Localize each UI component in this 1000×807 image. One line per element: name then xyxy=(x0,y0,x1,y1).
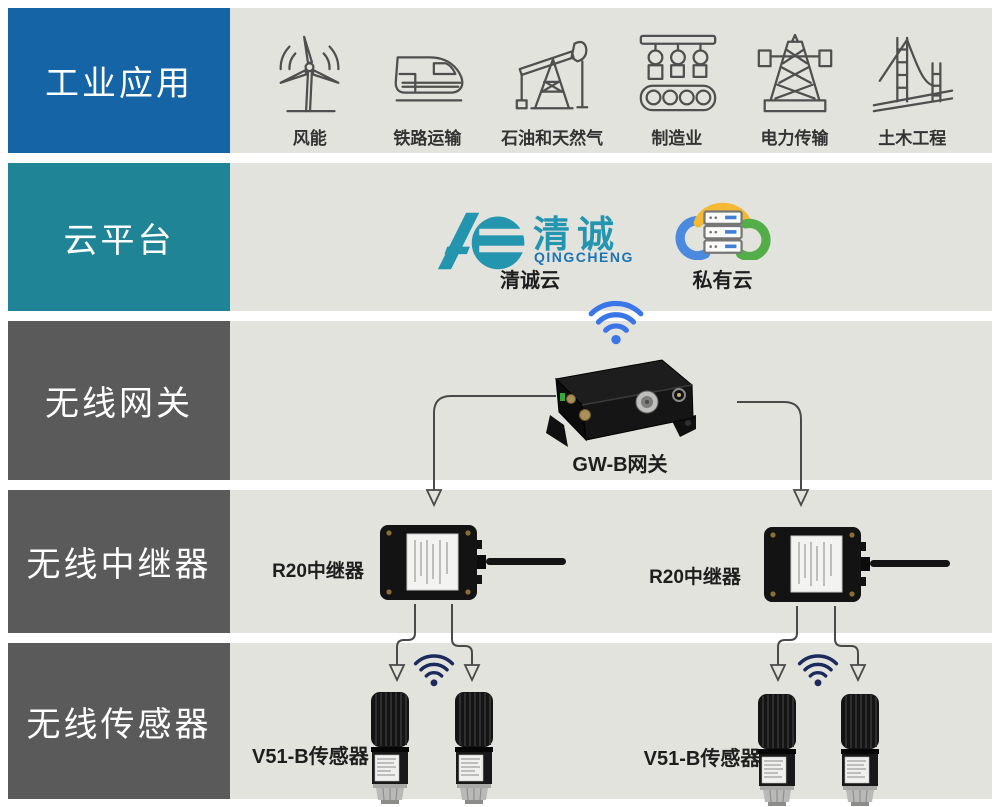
civil-engineering-icon xyxy=(872,36,954,113)
gateway-label: GW-B网关 xyxy=(572,454,668,476)
gateway-wifi-icon xyxy=(588,300,644,345)
industry-item-civil: 土木工程 xyxy=(868,26,956,149)
qingcheng-cloud-label: 清诚云 xyxy=(500,270,560,292)
sensor-wifi-icon-left xyxy=(413,654,455,687)
band-label-wireless-repeater: 无线中继器 xyxy=(8,490,230,633)
sensor-device-4 xyxy=(841,694,879,806)
train-icon xyxy=(394,56,464,102)
industry-item-manufacturing: 制造业 xyxy=(633,26,721,149)
sensor-wifi-icon-right xyxy=(797,654,839,687)
industry-label-manufacturing: 制造业 xyxy=(651,129,703,148)
industry-label-oil: 石油和天然气 xyxy=(501,129,604,148)
power-transmission-icon xyxy=(757,33,832,113)
industry-item-wind: 风能 xyxy=(266,26,354,149)
industry-item-oil: 石油和天然气 xyxy=(501,26,603,149)
wind-turbine-icon xyxy=(279,35,340,113)
qingcheng-logo-text-en: QINGCHENG xyxy=(534,249,634,265)
repeater-device-left xyxy=(380,525,566,600)
sensor-label-left: V51-B传感器 xyxy=(252,746,369,768)
cloud-platform-row xyxy=(230,163,992,311)
sensor-label-right: V51-B传感器 xyxy=(643,748,761,770)
industry-label-power: 电力传输 xyxy=(760,129,829,148)
industry-label-rail: 铁路运输 xyxy=(393,129,462,148)
industry-label-wind: 风能 xyxy=(292,129,327,148)
gateway-device xyxy=(546,359,696,447)
band-label-cloud-platform: 云平台 xyxy=(8,163,230,311)
repeater-label-right: R20中继器 xyxy=(649,567,741,588)
industry-label-civil: 土木工程 xyxy=(878,129,947,148)
band-label-wireless-gateway: 无线网关 xyxy=(8,321,230,480)
sensor-device-1 xyxy=(371,692,409,804)
oil-pumpjack-icon xyxy=(515,40,589,110)
qingcheng-logo-text-cn: 清诚 xyxy=(533,214,621,255)
band-label-wireless-sensor: 无线传感器 xyxy=(8,643,230,799)
repeater-label-left: R20中继器 xyxy=(272,561,364,582)
sensor-device-2 xyxy=(455,692,493,804)
industry-item-power: 电力传输 xyxy=(751,26,839,149)
private-cloud-label: 私有云 xyxy=(692,270,753,292)
repeater-device-right xyxy=(764,527,950,602)
band-label-industrial-applications: 工业应用 xyxy=(8,8,230,153)
manufacturing-icon xyxy=(639,34,717,112)
private-cloud-icon xyxy=(675,202,771,260)
sensor-device-3 xyxy=(758,694,796,806)
qingcheng-logo-icon xyxy=(437,212,530,270)
industrial-applications-row: 风能 铁路运输 xyxy=(230,8,992,153)
industry-item-rail: 铁路运输 xyxy=(383,26,471,149)
